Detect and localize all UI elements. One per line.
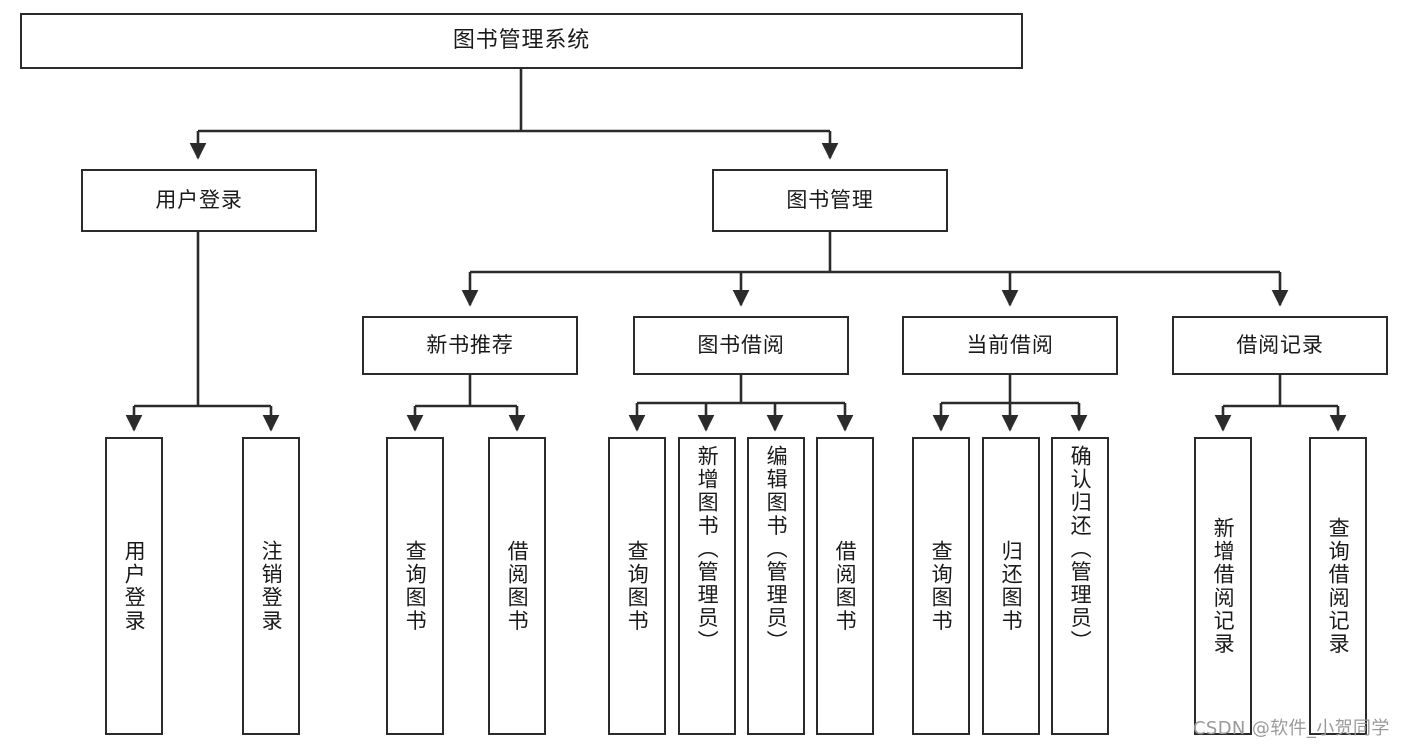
node-label: 图书管理系统 [452, 28, 591, 54]
node-leaf-borrow-book[interactable]: 借阅图书 [816, 437, 874, 735]
node-label: 新增图书（管理员） [695, 445, 720, 653]
node-label: 图书借阅 [697, 333, 785, 358]
node-leaf-edit-book-admin[interactable]: 编辑图书（管理员） [747, 437, 805, 735]
node-book-management[interactable]: 图书管理 [712, 169, 948, 232]
node-label: 确认归还（管理员） [1068, 445, 1093, 653]
node-new-book-recommend[interactable]: 新书推荐 [362, 316, 578, 375]
node-label: 当前借阅 [966, 333, 1054, 358]
node-user-login[interactable]: 用户登录 [81, 169, 317, 232]
node-current-borrow[interactable]: 当前借阅 [902, 316, 1118, 375]
node-root-book-management-system[interactable]: 图书管理系统 [20, 13, 1023, 69]
node-leaf-add-book-admin[interactable]: 新增图书（管理员） [678, 437, 736, 735]
node-leaf-query-book-recommend[interactable]: 查询图书 [386, 437, 444, 735]
node-label: 用户登录 [122, 539, 147, 633]
node-label: 注销登录 [259, 539, 284, 633]
node-label: 查询图书 [929, 539, 954, 633]
node-label: 图书管理 [786, 188, 874, 213]
node-label: 编辑图书（管理员） [764, 445, 789, 653]
node-leaf-query-borrow-record[interactable]: 查询借阅记录 [1309, 437, 1367, 735]
node-label: 查询图书 [403, 539, 428, 633]
node-leaf-confirm-return-admin[interactable]: 确认归还（管理员） [1051, 437, 1109, 735]
node-label: 借阅图书 [505, 539, 530, 633]
node-book-borrow[interactable]: 图书借阅 [633, 316, 849, 375]
node-label: 归还图书 [999, 539, 1024, 633]
node-leaf-add-borrow-record[interactable]: 新增借阅记录 [1194, 437, 1252, 735]
node-label: 查询借阅记录 [1326, 516, 1351, 656]
node-label: 用户登录 [155, 188, 243, 213]
node-label: 新增借阅记录 [1211, 516, 1236, 656]
node-leaf-logout[interactable]: 注销登录 [242, 437, 300, 735]
node-leaf-query-book-borrow[interactable]: 查询图书 [608, 437, 666, 735]
node-leaf-user-login[interactable]: 用户登录 [105, 437, 163, 735]
watermark-text: CSDN @软件_小贺同学 [1193, 718, 1390, 739]
node-leaf-borrow-book-recommend[interactable]: 借阅图书 [488, 437, 546, 735]
node-borrow-record[interactable]: 借阅记录 [1172, 316, 1388, 375]
node-label: 借阅记录 [1236, 333, 1324, 358]
node-label: 查询图书 [625, 539, 650, 633]
node-label: 新书推荐 [426, 333, 514, 358]
node-leaf-return-book[interactable]: 归还图书 [982, 437, 1040, 735]
node-label: 借阅图书 [833, 539, 858, 633]
node-leaf-query-book-current[interactable]: 查询图书 [912, 437, 970, 735]
